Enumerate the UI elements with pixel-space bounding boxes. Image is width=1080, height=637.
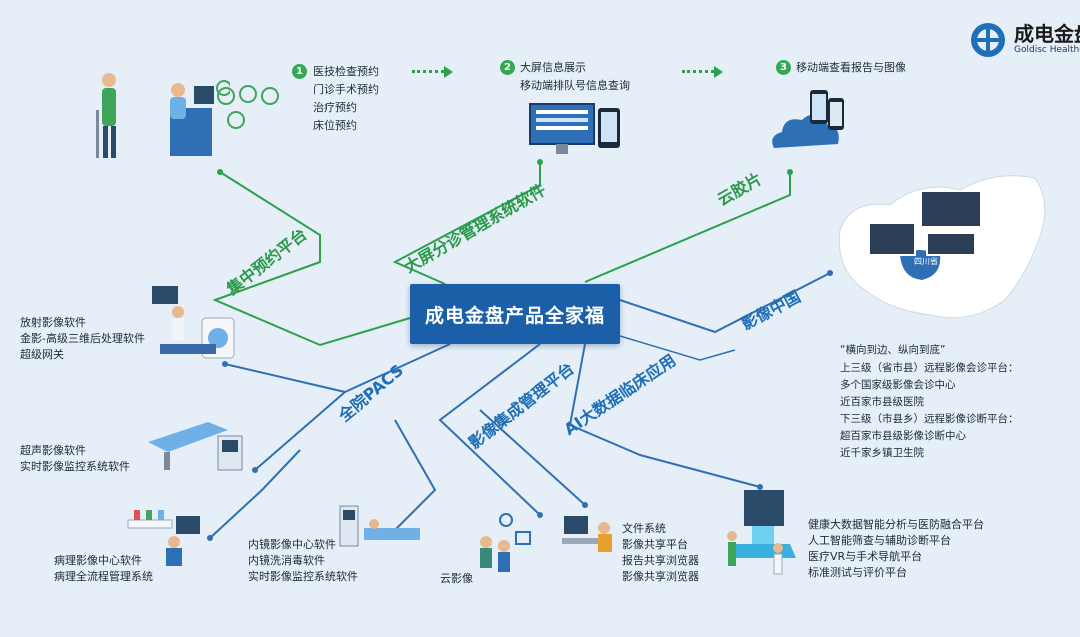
step1-item: 医技检查预约 [313, 65, 379, 78]
patient-booking-illustration [96, 73, 230, 158]
radiology-item: 放射影像软件 [20, 316, 86, 329]
step3-item: 移动端查看报告与图像 [796, 61, 906, 74]
china-map-illustration: 四川省 [830, 160, 1060, 330]
ultrasound-item: 超声影像软件 [20, 444, 86, 457]
ai-app-item: 健康大数据智能分析与医防融合平台 [808, 518, 984, 531]
file-sharing-illustration [562, 516, 612, 552]
map-lower-item: 超百家市县级影像诊断中心 [840, 430, 966, 442]
ai-app-item: 标准测试与评价平台 [808, 566, 907, 579]
step-number-2: 2 [500, 60, 515, 75]
file-sharing-item: 文件系统 [622, 522, 666, 535]
step2-item: 大屏信息展示 [520, 61, 586, 74]
endoscopy-item: 实时影像监控系统软件 [248, 570, 358, 583]
brand-logo: 成电金盘 Goldisc Healthcare [966, 16, 1080, 62]
endoscopy-item: 内镜影像中心软件 [248, 538, 336, 551]
map-lower-item: 近千家乡镇卫生院 [840, 447, 924, 459]
pathology-item: 病理影像中心软件 [54, 554, 142, 567]
map-photo [926, 232, 976, 256]
logo-name-cn: 成电金盘 [1014, 22, 1080, 46]
ai-app-item: 人工智能筛查与辅助诊断平台 [808, 534, 951, 547]
file-sharing-item: 影像共享浏览器 [622, 570, 699, 583]
hub-title: 成电金盘产品全家福 [410, 284, 620, 344]
step1-item: 床位预约 [313, 119, 357, 132]
flow-arrow [682, 70, 714, 76]
map-upper-item: 近百家市县级医院 [840, 396, 924, 408]
booking-icons [217, 85, 279, 129]
map-province-label: 四川省 [914, 257, 938, 266]
step-number-3: 3 [776, 60, 791, 75]
pathology-item: 病理全流程管理系统 [54, 570, 153, 583]
radiology-equipment-illustration [152, 286, 235, 359]
map-upper-title: 上三级（省市县）远程影像会诊平台： [840, 362, 1019, 374]
logo-mark [971, 23, 1005, 57]
flow-arrow [412, 70, 444, 76]
ultrasound-item: 实时影像监控系统软件 [20, 460, 130, 473]
radiology-item: 超级网关 [20, 348, 64, 361]
map-photo [920, 190, 982, 228]
endoscopy-item: 内镜洗消毒软件 [248, 554, 325, 567]
screen-display-illustration [529, 103, 620, 154]
step-number-1: 1 [292, 64, 307, 79]
pathology-lab-illustration [127, 510, 200, 566]
ai-platform-illustration [727, 490, 796, 575]
ultrasound-equipment-illustration [148, 422, 243, 471]
step1-item: 门诊手术预约 [313, 83, 379, 96]
endoscopy-room-illustration [339, 505, 420, 547]
flow-arrow-head [714, 66, 723, 78]
logo-name-en: Goldisc Healthcare [1014, 45, 1080, 55]
cloud-image-illustration [480, 513, 531, 572]
map-upper-item: 多个国家级影像会诊中心 [840, 379, 956, 391]
map-photo [868, 222, 916, 256]
file-sharing-item: 报告共享浏览器 [622, 554, 699, 567]
file-sharing-item: 影像共享平台 [622, 538, 688, 551]
step2-item: 移动端排队号信息查询 [520, 79, 630, 92]
step1-item: 治疗预约 [313, 101, 357, 114]
map-lower-title: 下三级（市县乡）远程影像诊断平台： [840, 413, 1019, 425]
ai-app-item: 医疗VR与手术导航平台 [808, 550, 923, 563]
radiology-item: 金影-高级三维后处理软件 [20, 332, 145, 345]
cloud-image-item: 云影像 [440, 572, 473, 585]
cloud-film-illustration [772, 90, 844, 148]
map-quote: “横向到边、纵向到底” [840, 344, 946, 356]
flow-arrow-head [444, 66, 453, 78]
